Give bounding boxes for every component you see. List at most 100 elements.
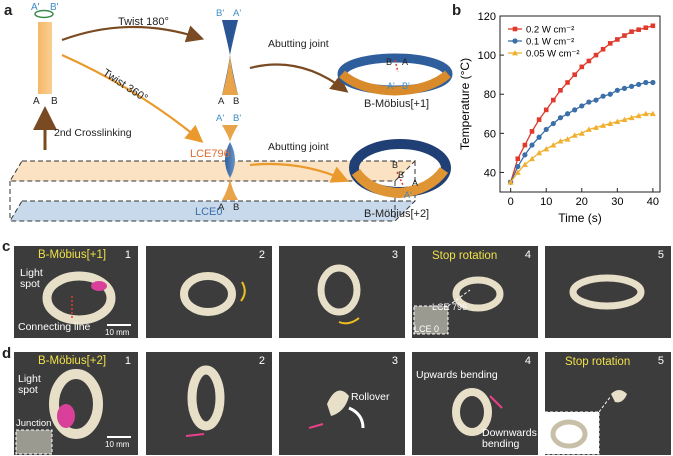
data-point (593, 97, 599, 103)
rollover-arrow (348, 406, 365, 429)
ring2-label-Aprime: A' (404, 190, 412, 200)
photo-d1: 1 B-Möbius[+2] Light spot Junction 10 mm (14, 352, 138, 455)
data-point (579, 103, 585, 109)
ring2-label-B2: B (398, 170, 405, 180)
photo-c4-stop-rotation: Stop rotation (432, 250, 498, 262)
data-point (557, 115, 564, 121)
twisted-label-top-right: A' (233, 8, 242, 19)
abutting-label-1: Abutting joint (268, 38, 329, 50)
scale-bar (107, 436, 131, 438)
photo-d4-upwards: Upwards bending (416, 369, 498, 381)
rotation-arrow (338, 317, 360, 325)
data-point (622, 33, 627, 38)
photo-d3-number: 3 (391, 355, 398, 367)
photo-d1-scale: 10 mm (105, 440, 130, 449)
x-tick-label: 20 (576, 196, 588, 208)
ring2-label-A: A (412, 178, 419, 188)
photo-c1: 1 B-Möbius[+1] Light spot Connecting lin… (14, 246, 138, 338)
y-axis-label: Temperature (°C) (458, 58, 472, 150)
twisted2-label-top-left: A' (216, 113, 225, 124)
lce0-layer (9, 200, 417, 222)
data-point (586, 58, 592, 64)
ring1-label-Bprime: B' (402, 81, 410, 91)
data-point (643, 79, 649, 86)
data-point (514, 169, 521, 175)
data-point (642, 110, 649, 117)
data-point (522, 152, 528, 158)
data-point (521, 161, 528, 168)
abutting-arrow-1 (249, 63, 349, 93)
data-point (529, 142, 535, 148)
panel-d-letter: d (2, 345, 12, 362)
lce-strip (38, 22, 52, 94)
twisted2-label-A: A (218, 202, 225, 213)
data-point (629, 29, 634, 34)
photo-d2-number: 2 (258, 355, 265, 367)
data-point (600, 93, 606, 99)
data-point (551, 97, 556, 103)
data-point (607, 91, 613, 97)
panel-a-letter: a (4, 2, 13, 19)
data-point (543, 126, 549, 133)
lce796-layer (9, 160, 417, 182)
data-point (650, 23, 656, 29)
data-point (550, 120, 556, 127)
data-point (536, 149, 543, 156)
photo-d1-junction: Junction (16, 418, 52, 429)
abutting-label-2: Abutting joint (268, 141, 329, 153)
twist180-arrow (61, 25, 205, 43)
data-point (593, 52, 599, 58)
photo-c3-number: 3 (391, 249, 398, 261)
data-point (579, 64, 585, 70)
data-point (557, 138, 564, 144)
photo-c4: 4 Stop rotation LCE 796 LCE 0 (412, 246, 538, 338)
data-point (600, 46, 606, 52)
x-tick-label: 10 (540, 196, 552, 208)
data-point (522, 142, 528, 148)
photo-c1-scale: 10 mm (105, 328, 130, 337)
motion-arrow (308, 423, 324, 429)
mobius1-label: B-Möbius[+1] (364, 98, 430, 110)
photo-d4-downwards: Downwards bending (482, 427, 537, 450)
data-point (572, 107, 578, 113)
twisted-label-B: B (233, 96, 240, 107)
twisted-label-top-left: B' (216, 8, 225, 19)
data-point (635, 112, 642, 119)
data-point (515, 163, 521, 170)
ring1-label-Aprime: A' (387, 81, 395, 91)
data-point (529, 155, 535, 162)
series-line (510, 113, 653, 183)
mobius2-label: B-Möbius[+2] (364, 208, 430, 220)
data-point (536, 134, 542, 140)
twisted2-label-top-right: B' (233, 113, 242, 124)
photo-c1-number: 1 (124, 249, 131, 261)
panel-b-letter: b (452, 2, 462, 19)
data-point (607, 41, 613, 46)
photo-d5: 5 Stop rotation (545, 352, 671, 455)
motion-arrow (185, 433, 205, 437)
data-point (628, 114, 635, 121)
mobius-ring-1 (337, 53, 453, 96)
data-point (628, 83, 635, 89)
strip-label-top-right: B' (50, 2, 59, 13)
data-point (607, 120, 614, 126)
scale-bar (107, 324, 131, 326)
data-point (571, 132, 578, 138)
twisted-strip-360 (222, 125, 238, 142)
light-spot (91, 281, 107, 291)
photo-c1-light-spot: Light spot (20, 267, 43, 290)
photo-d1-title: B-Möbius[+2] (38, 355, 107, 367)
data-point (536, 117, 542, 122)
photo-d4: 4 Upwards bending Downwards bending (412, 352, 538, 455)
ring2-label-B1: B (392, 160, 399, 170)
data-point (565, 80, 570, 85)
photo-d5-stop-rotation: Stop rotation (565, 356, 631, 368)
data-point (585, 126, 592, 132)
ring1-label-A: A (402, 57, 409, 67)
legend-label: 0.2 W cm⁻² (526, 25, 574, 36)
strip-label-top-left: A' (31, 2, 40, 13)
abutting-arrow-2 (249, 162, 350, 183)
lce0-label: LCE0 (195, 206, 223, 218)
photo-c4-number: 4 (524, 249, 531, 261)
